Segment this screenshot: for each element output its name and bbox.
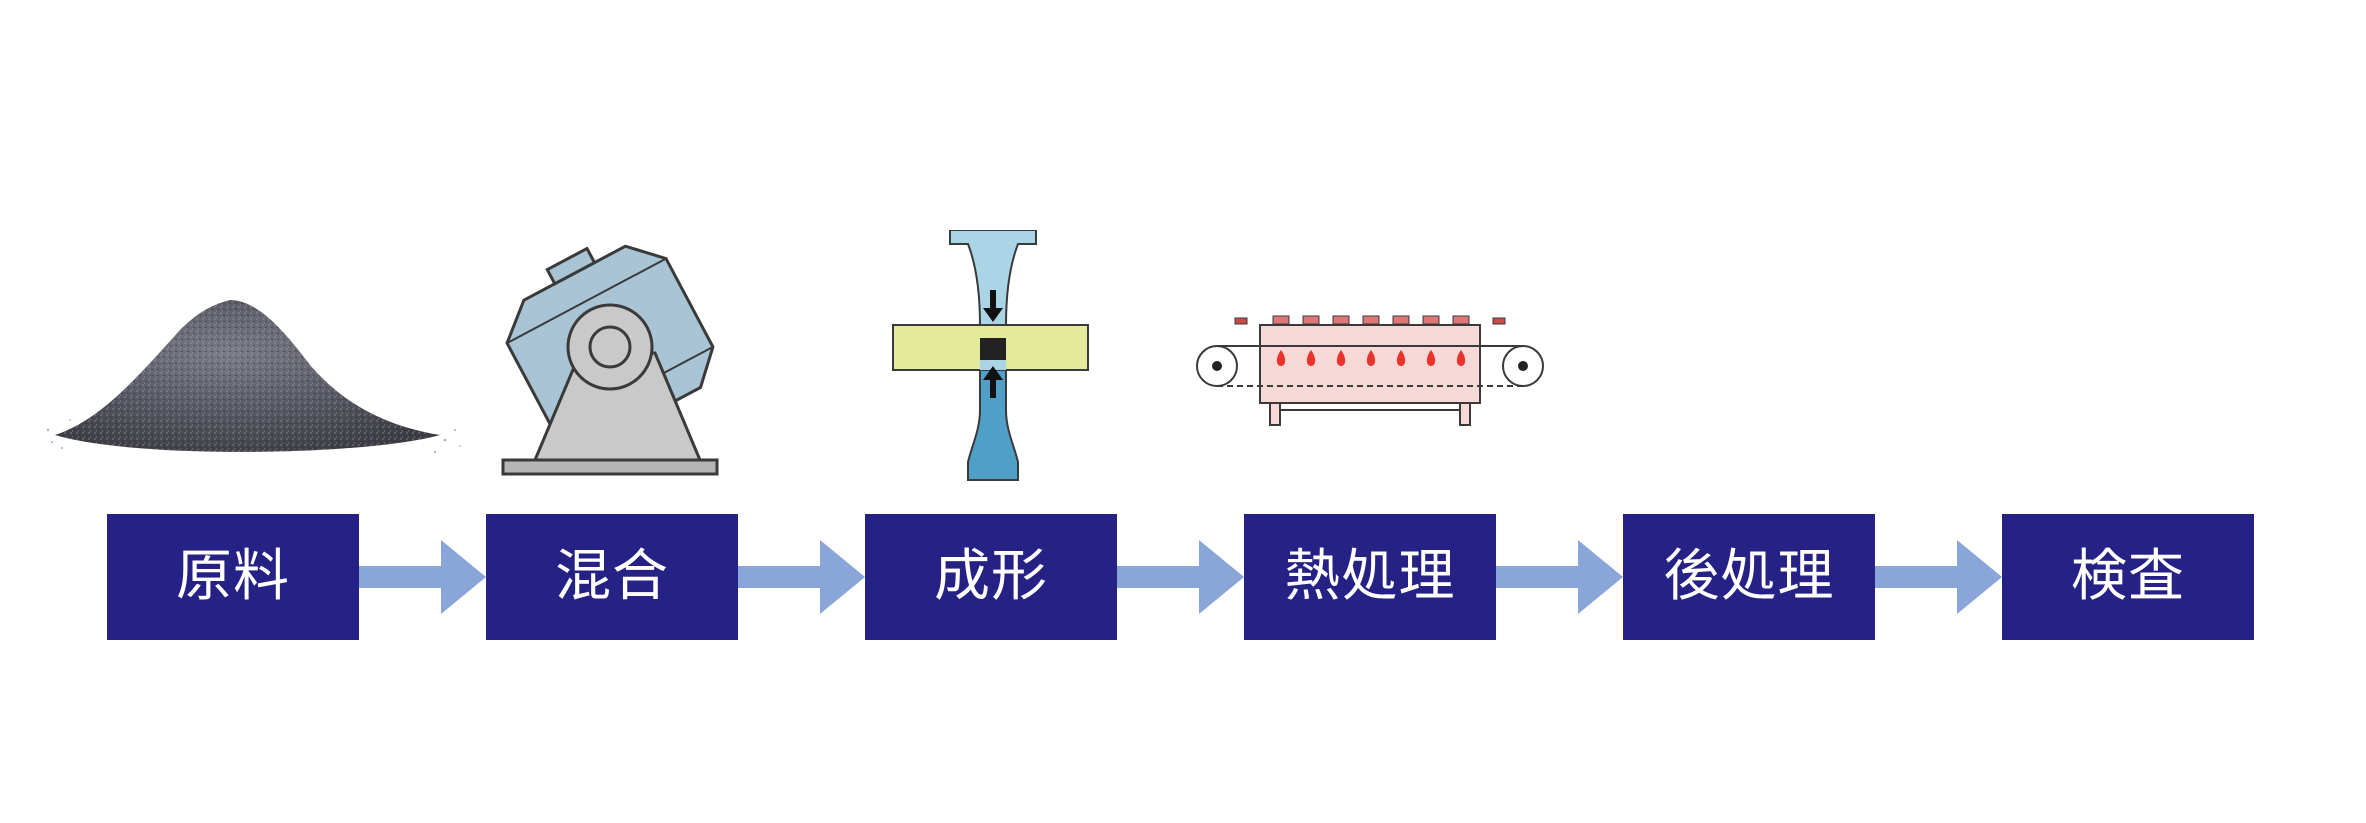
mixer-icon (501, 244, 719, 476)
step-heat-treatment: 熱処理 (1244, 514, 1496, 640)
step-post-processing: 後処理 (1623, 514, 1875, 640)
step-mixing: 混合 (486, 514, 738, 640)
step-label: 混合 (555, 544, 669, 609)
flow-arrow-icon (1496, 540, 1623, 614)
step-label: 検査 (2071, 544, 2185, 609)
step-forming: 成形 (865, 514, 1117, 640)
step-inspection: 検査 (2002, 514, 2254, 640)
step-label: 成形 (934, 544, 1048, 609)
step-label: 原料 (176, 544, 290, 609)
furnace-icon (1196, 315, 1544, 426)
powder-pile-icon (46, 300, 461, 454)
flow-arrow-icon (359, 540, 486, 614)
flow-arrow-icon (1875, 540, 2002, 614)
step-label: 後処理 (1663, 544, 1835, 609)
step-raw-material: 原料 (107, 514, 359, 640)
step-label: 熱処理 (1284, 544, 1456, 609)
flow-arrow-icon (738, 540, 865, 614)
flow-arrow-icon (1117, 540, 1244, 614)
press-die-icon (892, 230, 1089, 481)
